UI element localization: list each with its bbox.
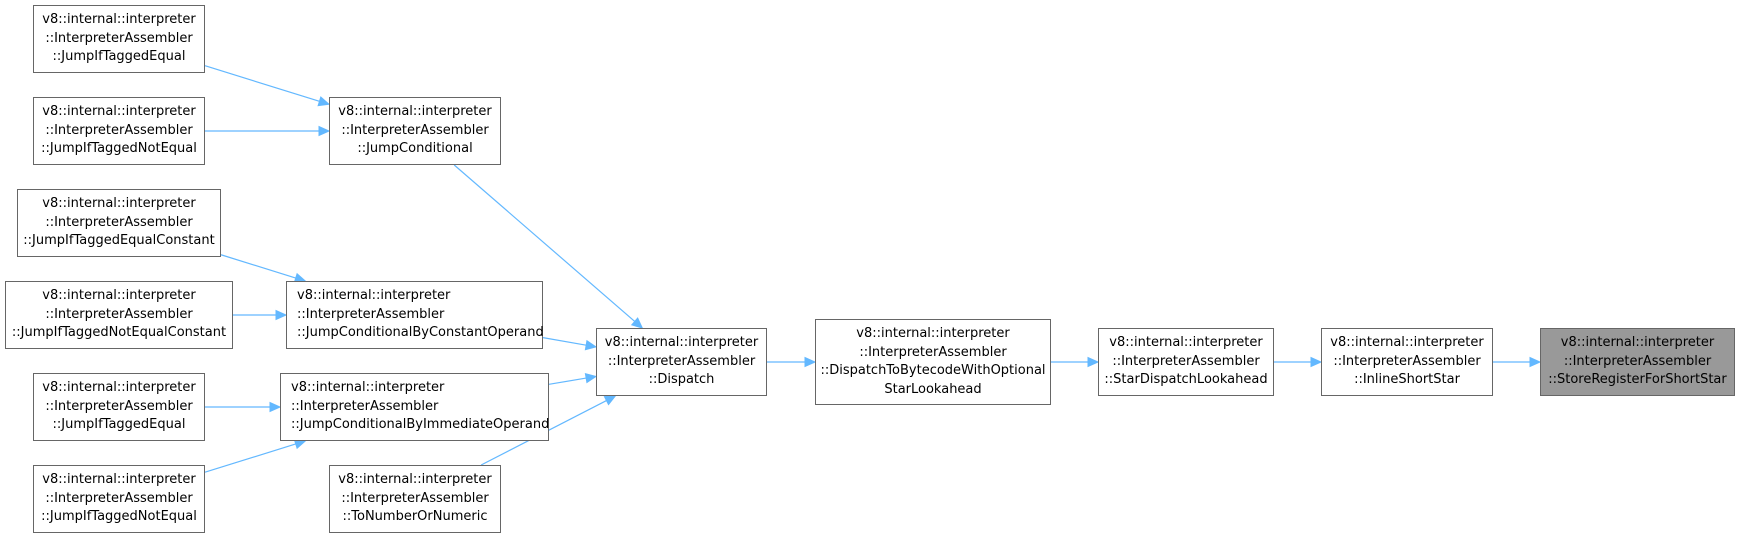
node-line-3: ::InlineShortStar <box>1354 372 1460 388</box>
node-line-2: ::InterpreterAssembler <box>45 398 193 414</box>
arrowhead-dispatch <box>584 372 598 384</box>
node-to-number-or-numeric[interactable]: v8::internal::interpreter ::InterpreterA… <box>329 465 501 533</box>
node-jump-if-tagged-not-equal-constant[interactable]: v8::internal::interpreter ::InterpreterA… <box>5 281 233 349</box>
node-line-2: ::InterpreterAssembler <box>45 214 193 230</box>
node-line-3: ::JumpIfTaggedEqualConstant <box>23 233 215 249</box>
node-line-3: ::DispatchToBytecodeWithOptional <box>820 363 1046 378</box>
node-line-1: v8::internal::interpreter <box>297 288 451 304</box>
node-line-1: v8::internal::interpreter <box>338 104 492 120</box>
node-line-1: v8::internal::interpreter <box>42 380 196 396</box>
arrowhead-dispatch <box>603 395 617 406</box>
node-line-1: v8::internal::interpreter <box>1330 335 1484 351</box>
node-line-1: v8::internal::interpreter <box>291 380 445 396</box>
arrowhead-dispatch_to_bytecode <box>804 356 817 368</box>
node-line-1: v8::internal::interpreter <box>856 326 1010 341</box>
node-dispatch-to-bytecode-with-optional-star-lookahead[interactable]: v8::internal::interpreter ::InterpreterA… <box>815 319 1051 405</box>
node-line-1: v8::internal::interpreter <box>1560 335 1715 351</box>
node-line-2: ::InterpreterAssembler <box>45 30 193 46</box>
node-jump-if-tagged-equal-bottom[interactable]: v8::internal::interpreter ::InterpreterA… <box>33 373 205 441</box>
edge-jump_if_tagged_not_equal_2-to-jump_cond_imm <box>204 443 296 473</box>
node-line-3: ::JumpIfTaggedNotEqual <box>41 141 197 157</box>
node-line-1: v8::internal::interpreter <box>42 196 196 212</box>
node-line-3: ::ToNumberOrNumeric <box>342 509 488 525</box>
node-line-2: ::InterpreterAssembler <box>297 306 445 322</box>
node-star-dispatch-lookahead[interactable]: v8::internal::interpreter ::InterpreterA… <box>1098 328 1274 396</box>
node-line-1: v8::internal::interpreter <box>42 12 196 28</box>
node-line-1: v8::internal::interpreter <box>604 335 759 351</box>
node-jump-conditional[interactable]: v8::internal::interpreter ::InterpreterA… <box>329 97 501 165</box>
arrowhead-dispatch <box>584 339 598 351</box>
node-line-2: ::InterpreterAssembler <box>291 398 439 414</box>
node-line-2: ::InterpreterAssembler <box>341 122 489 138</box>
node-line-3: ::JumpIfTaggedNotEqualConstant <box>11 325 227 341</box>
node-line-3: ::JumpIfTaggedEqual <box>52 49 186 65</box>
node-line-3: ::StoreRegisterForShortStar <box>1548 372 1727 388</box>
node-line-2: ::InterpreterAssembler <box>45 306 193 322</box>
node-jump-if-tagged-equal-top[interactable]: v8::internal::interpreter ::InterpreterA… <box>33 5 205 73</box>
node-dispatch[interactable]: v8::internal::interpreter ::InterpreterA… <box>596 328 767 396</box>
arrowhead-jump_cond_imm <box>269 401 282 413</box>
node-line-3: ::JumpConditional <box>357 141 473 157</box>
node-jump-conditional-by-constant-operand[interactable]: v8::internal::interpreter ::InterpreterA… <box>286 281 544 349</box>
edge-jump_cond_const-to-dispatch <box>542 337 587 346</box>
node-line-3: ::JumpIfTaggedNotEqual <box>41 509 197 525</box>
node-jump-if-tagged-equal-constant[interactable]: v8::internal::interpreter ::InterpreterA… <box>17 189 221 257</box>
node-line-3: ::JumpConditionalByConstantOperand <box>297 325 544 341</box>
node-line-2: ::InterpreterAssembler <box>45 490 193 506</box>
node-line-3: ::StarDispatchLookahead <box>1104 372 1268 388</box>
edge-jump_if_tagged_equal_1-to-jump_conditional <box>204 65 320 102</box>
node-line-2: ::InterpreterAssembler <box>1563 353 1712 369</box>
arrowhead-jump_cond_const <box>275 309 288 321</box>
edge-jump_conditional-to-dispatch <box>453 164 636 322</box>
node-line-2: ::InterpreterAssembler <box>45 122 193 138</box>
arrowhead-dispatch <box>630 317 644 329</box>
node-line-1: v8::internal::interpreter <box>42 288 196 304</box>
node-line-3: ::Dispatch <box>648 372 715 388</box>
node-line-1: v8::internal::interpreter <box>338 472 492 488</box>
node-jump-if-tagged-not-equal-bottom[interactable]: v8::internal::interpreter ::InterpreterA… <box>33 465 205 533</box>
node-line-3: ::JumpConditionalByImmediateOperand <box>291 417 550 433</box>
node-line-2: ::InterpreterAssembler <box>341 490 489 506</box>
arrowhead-jump_conditional <box>317 96 331 107</box>
node-line-4: StarLookahead <box>884 381 982 397</box>
node-line-1: v8::internal::interpreter <box>1109 335 1263 351</box>
node-line-1: v8::internal::interpreter <box>42 472 196 488</box>
node-jump-conditional-by-immediate-operand[interactable]: v8::internal::interpreter ::InterpreterA… <box>280 373 549 441</box>
edge-jump_if_tagged_equal_const-to-jump_cond_const <box>220 254 296 279</box>
arrowhead-store_register <box>1529 356 1542 368</box>
node-line-2: ::InterpreterAssembler <box>1333 353 1481 369</box>
node-line-2: ::InterpreterAssembler <box>859 344 1007 360</box>
node-store-register-for-short-star: v8::internal::interpreter ::InterpreterA… <box>1540 328 1735 396</box>
node-line-2: ::InterpreterAssembler <box>607 353 756 369</box>
node-inline-short-star[interactable]: v8::internal::interpreter ::InterpreterA… <box>1321 328 1493 396</box>
edge-jump_cond_imm-to-dispatch <box>548 377 587 385</box>
arrowhead-star_dispatch <box>1087 356 1100 368</box>
node-jump-if-tagged-not-equal-top[interactable]: v8::internal::interpreter ::InterpreterA… <box>33 97 205 165</box>
arrowhead-jump_conditional <box>318 125 331 137</box>
arrowhead-inline_short_star <box>1310 356 1323 368</box>
node-line-2: ::InterpreterAssembler <box>1112 353 1260 369</box>
node-line-1: v8::internal::interpreter <box>42 104 196 120</box>
node-line-3: ::JumpIfTaggedEqual <box>52 417 186 433</box>
